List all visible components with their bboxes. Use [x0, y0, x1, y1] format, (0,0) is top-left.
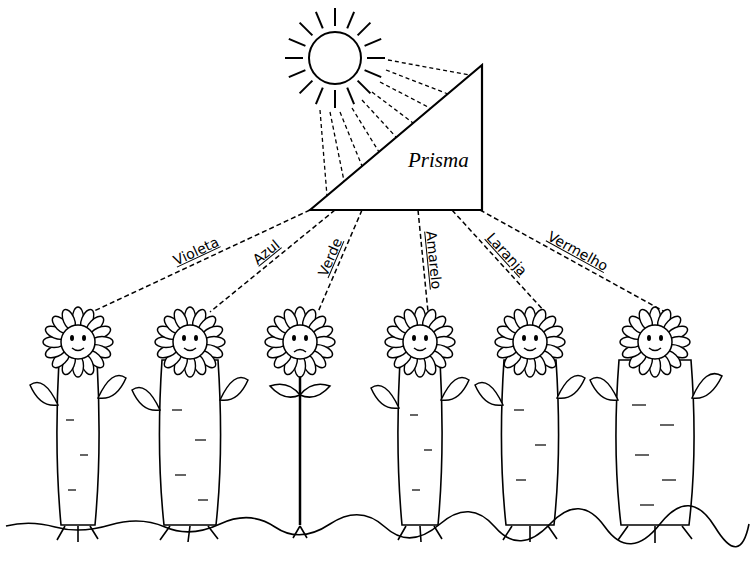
prism-outline — [308, 62, 486, 214]
color-label: Laranja — [482, 227, 532, 279]
sun — [285, 8, 385, 108]
prism-label: Prisma — [408, 148, 469, 173]
leaves — [30, 374, 722, 411]
spectrum-rays — [92, 210, 665, 312]
flower-stems — [57, 360, 694, 525]
stem-marks — [66, 405, 676, 505]
prism-shape — [310, 65, 482, 210]
color-label: Amarelo — [423, 228, 445, 292]
color-label: Azul — [247, 236, 283, 270]
ground — [6, 506, 749, 547]
prism-triangle: Prisma — [308, 62, 486, 214]
flower-heads — [43, 307, 690, 377]
color-label: Violeta — [169, 233, 223, 270]
